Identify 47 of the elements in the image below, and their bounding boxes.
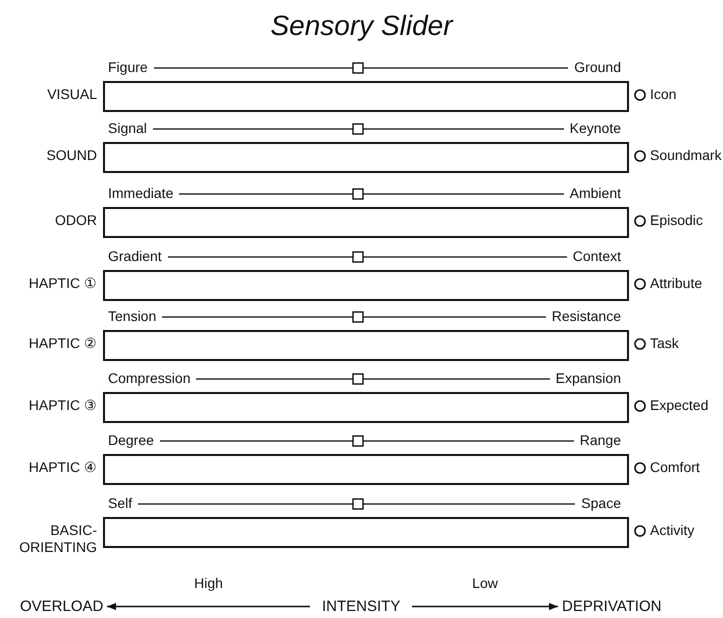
diagram-title: Sensory Slider [269,10,454,42]
slider-end-label: Context [572,248,621,264]
slider-bar [103,207,629,238]
row-label: HAPTIC ① [28,275,97,292]
slider-end-label: Resistance [552,308,621,324]
axis-label: OVERLOAD [20,598,104,615]
row-label: HAPTIC ③ [28,397,97,414]
row-label: SOUND [45,147,97,164]
slider-end-label: Keynote [570,120,621,136]
axis-label: INTENSITY [322,598,400,615]
anchor-label: Episodic [650,212,703,228]
row-label: ODOR [54,212,97,229]
anchor-label: Comfort [650,459,700,475]
row-label: HAPTIC ④ [28,459,97,476]
edge-label: High [194,574,223,590]
arrow [412,602,558,610]
slider-end-label: Compression [108,370,190,386]
arrow [107,602,310,610]
slider-end-label: Range [580,432,621,448]
slider-end-label: Tension [108,308,156,324]
anchor-label: Icon [650,86,676,102]
slider-end-label: Figure [108,59,148,75]
anchor-label: Attribute [650,275,702,291]
slider-bar [103,454,629,485]
slider-end-label: Degree [108,432,154,448]
axis-label: DEPRIVATION [562,598,662,615]
slider-end-label: Ground [574,59,621,75]
anchor-label: Expected [650,397,708,413]
slider-end-label: Ambient [570,185,621,201]
row-label: HAPTIC ② [28,335,97,352]
slider-bar [103,81,629,112]
slider-end-label: Expansion [556,370,621,386]
row-label: VISUAL [46,86,97,103]
slider-bar [103,392,629,423]
slider-end-label: Immediate [108,185,174,201]
slider-bar [103,142,629,173]
slider-bar [103,330,629,361]
slider-bar [103,517,629,548]
anchor-label: Task [650,335,679,351]
slider-end-label: Gradient [108,248,162,264]
slider-end-label: Signal [108,120,147,136]
slider-end-label: Self [108,495,132,511]
slider-end-label: Space [581,495,621,511]
row-label: BASIC- ORIENTING [18,522,97,556]
anchor-label: Activity [650,522,694,538]
slider-bar [103,270,629,301]
anchor-label: Soundmark [650,147,722,163]
